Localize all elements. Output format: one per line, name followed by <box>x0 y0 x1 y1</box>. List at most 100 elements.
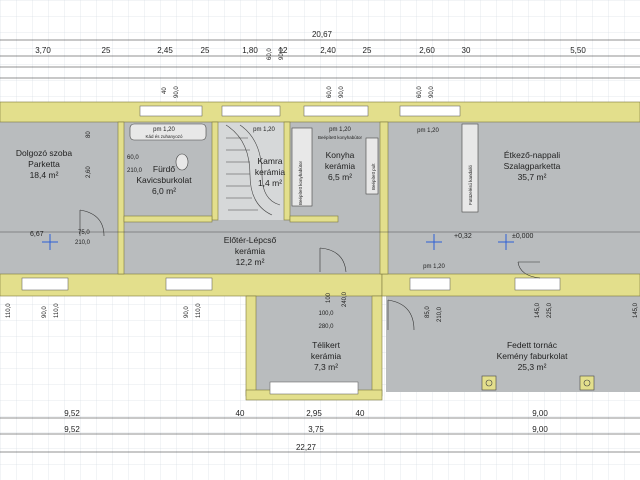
total-length-label: 22,27 <box>296 443 317 452</box>
dim-label: 145,0 <box>633 302 639 318</box>
dim-label: 90,0 <box>174 86 180 98</box>
top-dimension-lines <box>0 39 640 79</box>
winter-garden-wall <box>371 295 383 397</box>
dim-label: 40 <box>162 87 168 94</box>
room-area: 12,2 m² <box>236 257 265 267</box>
level-marker: ±0,000 <box>512 233 533 240</box>
axis-marker-icon <box>498 234 514 250</box>
room-name: Fürdő <box>153 164 175 174</box>
dim-label: 90,0 <box>339 86 345 98</box>
top-segment-labels: 3,70 25 2,45 25 1,80 12 2,40 25 2,60 30 … <box>35 46 586 55</box>
dim-label: 60,0 <box>127 155 139 161</box>
note: pm 1,20 <box>253 127 275 133</box>
top-window-width-labels: 40 90,0 60,0 90,0 60,0 90,0 60,0 90,0 <box>162 48 435 98</box>
window <box>165 277 213 291</box>
stairs-floor <box>218 122 286 220</box>
room-floor: Kavicsburkolat <box>136 175 192 185</box>
room-name: Étkező-nappali <box>504 150 560 160</box>
window <box>139 105 203 117</box>
room-area: 7,3 m² <box>314 362 338 372</box>
dim-label: 225,0 <box>547 302 553 318</box>
window <box>409 277 451 291</box>
note: Kád és zuhanyozó <box>145 134 183 139</box>
staircase <box>225 124 281 216</box>
dim-label: 3,70 <box>35 46 51 55</box>
dim-label: 145,0 <box>535 302 541 318</box>
room-name: Előtér-Lépcső <box>224 235 277 245</box>
dim-label: 12 <box>279 46 288 55</box>
room-name: Télikert <box>312 340 341 350</box>
dim-label: 60,0 <box>417 86 423 98</box>
annotations: pm 1,20 pm 1,20 pm 1,20 pm 1,20 pm 1,20 … <box>6 127 639 330</box>
dim-label: 75,0 <box>78 230 90 236</box>
room-area: 18,4 m² <box>30 170 59 180</box>
dim-label: 9,52 <box>64 425 80 434</box>
bottom-dimension-labels: 9,52 40 2,95 40 9,00 9,52 3,75 9,00 22,2… <box>64 409 548 452</box>
room-area: 25,3 m² <box>518 362 547 372</box>
dim-label: 210,0 <box>437 306 443 322</box>
room-floor: Kemény faburkolat <box>497 351 569 361</box>
dim-label: 90,0 <box>429 86 435 98</box>
partition-wall <box>283 121 291 221</box>
partition-wall <box>289 215 339 223</box>
partition-wall <box>379 121 389 275</box>
window <box>399 105 461 117</box>
dim-label: 100,0 <box>318 311 334 317</box>
bathtub <box>129 123 207 141</box>
room-floor: kerámia <box>255 167 286 177</box>
window <box>21 277 69 291</box>
dim-label: 110,0 <box>196 303 202 318</box>
dim-label: 100 <box>326 292 332 303</box>
dim-label: 110,0 <box>54 303 60 318</box>
dim-label: 9,00 <box>532 409 548 418</box>
window <box>221 105 281 117</box>
note: Fatüzelésű kandalló <box>468 164 473 205</box>
note: pm 1,20 <box>423 264 445 270</box>
dim-label: 40 <box>236 409 245 418</box>
dim-label: 5,50 <box>570 46 586 55</box>
room-area: 6,5 m² <box>328 172 352 182</box>
doors <box>79 209 541 331</box>
room-area: 1,4 m² <box>258 178 282 188</box>
dim-label: 2,60 <box>419 46 435 55</box>
dim-label: 2,60 <box>86 166 92 178</box>
room-name: Fedett tornác <box>507 340 558 350</box>
room-floor: kerámia <box>311 351 342 361</box>
axis-markers <box>42 234 514 250</box>
dim-label: 9,00 <box>532 425 548 434</box>
dim-label: 90,0 <box>42 306 48 318</box>
window <box>269 381 359 395</box>
partition-wall <box>117 121 125 275</box>
fixtures <box>129 123 595 391</box>
dim-label: 280,0 <box>318 324 334 330</box>
dim-label: 90,0 <box>279 48 285 60</box>
window <box>514 277 561 291</box>
room-name: Konyha <box>326 150 355 160</box>
dim-label: 30 <box>462 46 471 55</box>
dim-label: 40 <box>356 409 365 418</box>
total-width-label: 20,67 <box>312 30 333 39</box>
room-area: 6,0 m² <box>152 186 176 196</box>
winter-garden-wall <box>245 295 257 397</box>
dim-label: 60,0 <box>267 48 273 60</box>
dim-label: 2,40 <box>320 46 336 55</box>
counter <box>365 137 379 195</box>
room-floor: kerámia <box>235 246 266 256</box>
winter-garden-floor <box>252 296 376 392</box>
dim-label: 85,0 <box>425 306 431 318</box>
windows <box>21 105 561 395</box>
window <box>303 105 369 117</box>
axis-marker-icon <box>42 234 58 250</box>
dim-label: 90,0 <box>184 306 190 318</box>
room-name: Dolgozó szoba <box>16 148 73 158</box>
dim-label: 210,0 <box>127 168 143 174</box>
note: Beépített pult <box>371 163 376 190</box>
level-marker: +0,32 <box>454 233 472 240</box>
dim-label: 240,0 <box>342 291 348 307</box>
dim-label: 80 <box>86 131 92 138</box>
fireplace <box>461 123 479 213</box>
porch-floor <box>386 296 640 392</box>
bottom-dimension-lines <box>0 417 640 453</box>
note: pm 1,20 <box>417 128 439 134</box>
